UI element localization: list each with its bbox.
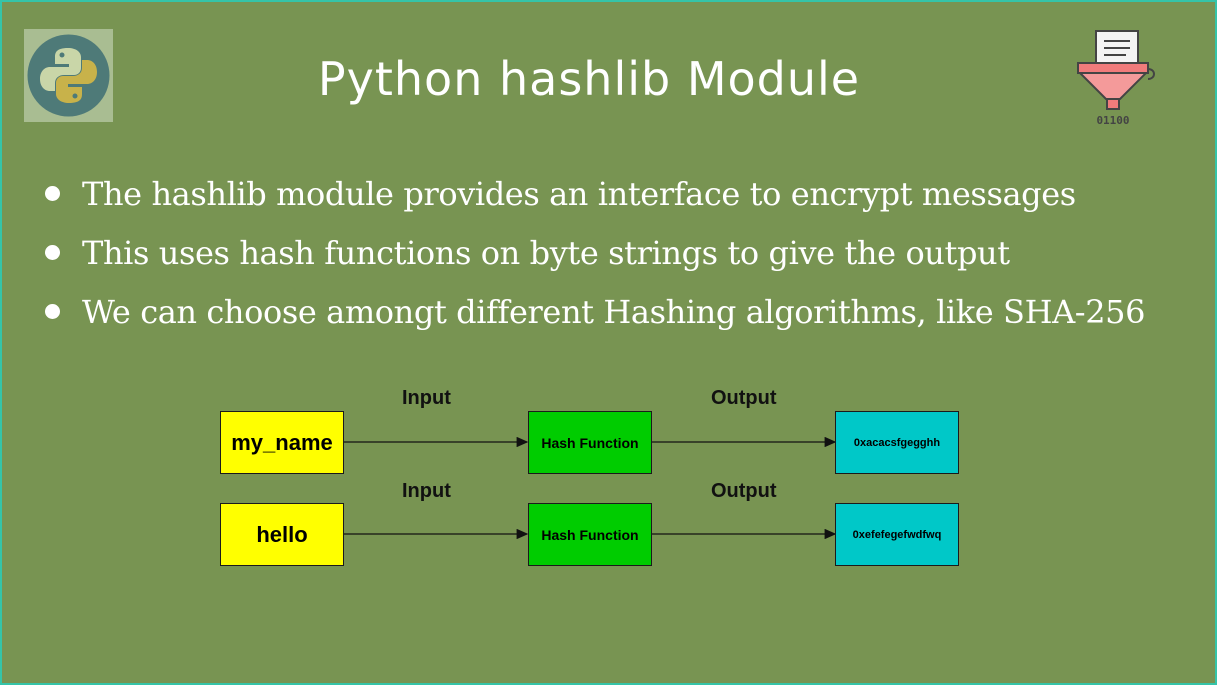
output-label: Output [711, 480, 777, 502]
bullet-list: The hashlib module provides an interface… [44, 170, 1145, 347]
bullet-dot-icon [45, 186, 60, 201]
python-logo-icon [24, 29, 113, 122]
funnel-binary-text: 01100 [1096, 114, 1129, 127]
output-box: 0xacacsfgegghh [835, 411, 959, 474]
bullet-text: The hashlib module provides an interface… [82, 175, 1076, 213]
input-box: my_name [220, 411, 344, 474]
bullet-dot-icon [45, 304, 60, 319]
bullet-text: This uses hash functions on byte strings… [82, 234, 1010, 272]
data-filter-funnel-icon: 01100 [1068, 29, 1158, 129]
input-label: Input [402, 387, 451, 409]
bullet-item: We can choose amongt different Hashing a… [44, 288, 1145, 347]
hash-function-box: Hash Function [528, 411, 652, 474]
page-title: Python hashlib Module [317, 52, 861, 106]
input-box: hello [220, 503, 344, 566]
bullet-dot-icon [45, 245, 60, 260]
bullet-text: We can choose amongt different Hashing a… [82, 293, 1146, 331]
bullet-item: This uses hash functions on byte strings… [44, 229, 1145, 288]
input-label: Input [402, 480, 451, 502]
bullet-item: The hashlib module provides an interface… [44, 170, 1145, 229]
output-label: Output [711, 387, 777, 409]
hash-function-box: Hash Function [528, 503, 652, 566]
output-box: 0xefefegefwdfwq [835, 503, 959, 566]
